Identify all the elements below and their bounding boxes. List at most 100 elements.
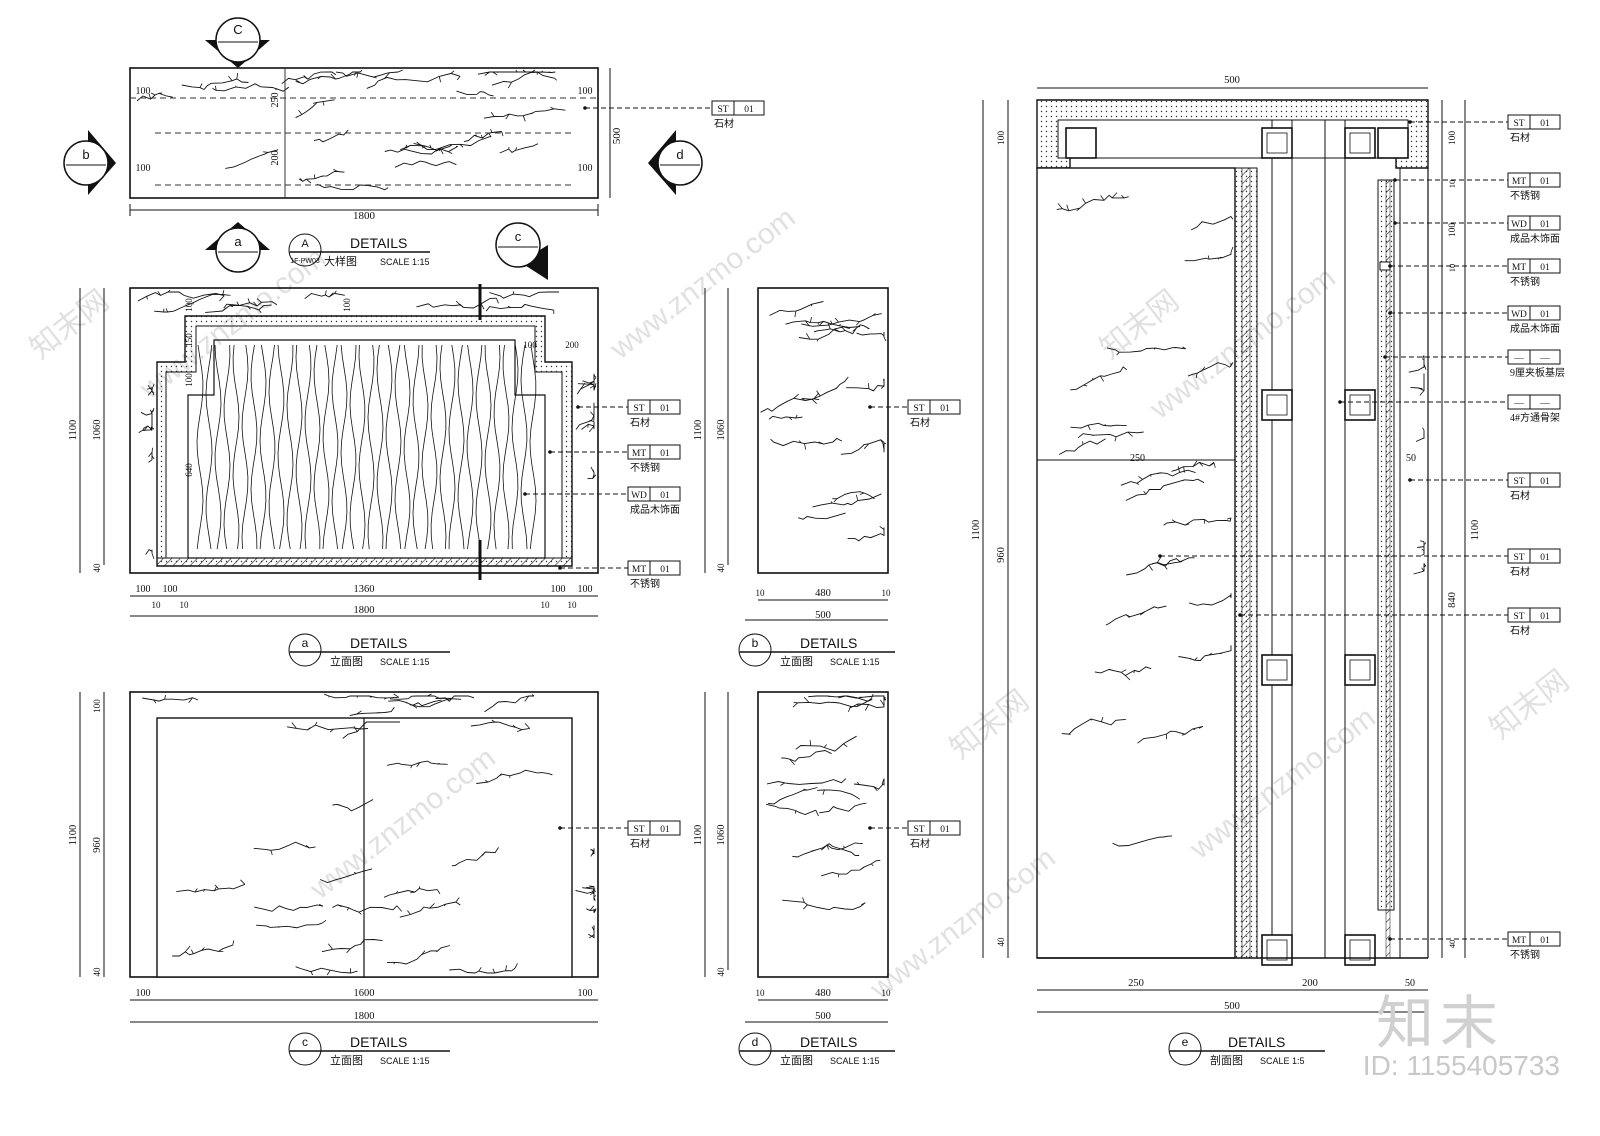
svg-text:960: 960 <box>92 837 103 853</box>
tag-number: 01 <box>1540 612 1550 622</box>
tag-code: MT <box>1512 177 1526 187</box>
svg-text:500: 500 <box>1224 1001 1240 1012</box>
tag-material-name: 不锈钢 <box>1510 275 1540 288</box>
svg-text:100: 100 <box>997 131 1007 146</box>
marble-veins <box>137 289 597 560</box>
svg-text:200: 200 <box>565 340 579 350</box>
svg-text:1100: 1100 <box>68 420 79 441</box>
tag-frame-e: ——4#方通骨架 <box>1338 394 1561 424</box>
tag-number: 01 <box>660 404 670 414</box>
svg-text:10: 10 <box>152 600 162 610</box>
tag-material-name: 石材 <box>1510 489 1530 502</box>
svg-text:SCALE 1:15: SCALE 1:15 <box>380 257 430 267</box>
tag-code: WD <box>631 491 647 501</box>
svg-text:10: 10 <box>756 588 766 598</box>
svg-text:1100: 1100 <box>693 825 704 846</box>
svg-text:SCALE 1:5: SCALE 1:5 <box>1260 1056 1305 1066</box>
wood-grain-lines <box>196 344 537 550</box>
tag-number: 01 <box>660 449 670 459</box>
elevation-a: 100 100 1360 100 100 10 10 10 10 1800 11… <box>68 284 599 617</box>
tag-number: 01 <box>660 825 670 835</box>
svg-text:1100: 1100 <box>68 825 79 846</box>
tag-number: 01 <box>1540 263 1550 273</box>
marker-b: b <box>63 130 116 195</box>
svg-text:1800: 1800 <box>354 1011 375 1022</box>
tag-code: WD <box>1511 220 1527 230</box>
svg-text:40: 40 <box>92 967 102 977</box>
tag-code: MT <box>632 449 646 459</box>
plan-dim: 250 <box>270 93 281 108</box>
svg-text:SCALE 1:15: SCALE 1:15 <box>830 1056 880 1066</box>
watermark-id: ID: 1155405733 <box>1362 1050 1560 1081</box>
title-b: b DETAILS 立面图 SCALE 1:15 <box>738 633 895 668</box>
svg-text:DETAILS: DETAILS <box>350 235 407 251</box>
marble-veins <box>142 693 597 939</box>
tag-code: ST <box>1513 612 1524 622</box>
svg-text:100: 100 <box>1448 131 1458 146</box>
svg-text:10: 10 <box>1447 180 1457 189</box>
plan-width-dim: 1800 <box>353 210 376 222</box>
tag-material-name: 成品木饰面 <box>1510 232 1560 245</box>
tag-number: 01 <box>744 105 754 115</box>
svg-text:50: 50 <box>1406 453 1416 464</box>
tag-code: — <box>1513 354 1524 364</box>
svg-text:40: 40 <box>92 563 102 573</box>
svg-text:SCALE 1:15: SCALE 1:15 <box>830 657 880 667</box>
svg-text:100: 100 <box>163 584 178 595</box>
svg-text:40: 40 <box>1447 940 1457 949</box>
marble-veins <box>1408 355 1427 575</box>
tag-code: ST <box>913 404 924 414</box>
tag-material-name: 石材 <box>1510 624 1530 637</box>
tag-code: WD <box>1511 310 1527 320</box>
elevation-b-outline <box>757 287 889 574</box>
tag-material-name: 不锈钢 <box>630 461 660 474</box>
title-d: d DETAILS 立面图 SCALE 1:15 <box>738 1032 895 1067</box>
svg-text:1060: 1060 <box>92 420 103 441</box>
svg-text:立面图: 立面图 <box>330 1053 363 1067</box>
svg-text:250: 250 <box>1130 453 1145 464</box>
tag-code: MT <box>1512 263 1526 273</box>
svg-text:a: a <box>302 636 309 650</box>
plan-dim: 100 <box>136 163 151 174</box>
elevation-c: 100 1600 100 1800 1100 960 100 40 <box>68 691 599 1023</box>
svg-text:150: 150 <box>184 333 194 347</box>
tag-ply-e: ——9厘夹板基层 <box>1383 349 1565 379</box>
svg-text:100: 100 <box>136 988 151 999</box>
title-plan: A 1F-PW03 DETAILS 大样图 SCALE 1:15 <box>288 233 430 268</box>
tag-number: 01 <box>940 825 950 835</box>
elevation-d: 480 500 10 10 1100 1060 40 <box>693 691 891 1023</box>
svg-text:100: 100 <box>342 298 352 312</box>
tag-material-name: 石材 <box>1510 565 1530 578</box>
tag-code: ST <box>1513 553 1524 563</box>
svg-text:960: 960 <box>996 547 1007 563</box>
svg-text:10: 10 <box>756 988 766 998</box>
svg-text:DETAILS: DETAILS <box>350 635 407 651</box>
elevation-b: 480 500 10 10 1100 1060 40 <box>693 287 891 621</box>
svg-text:10: 10 <box>180 600 190 610</box>
svg-text:40: 40 <box>716 563 726 573</box>
tag-code: ST <box>633 404 644 414</box>
svg-text:b: b <box>82 147 89 162</box>
svg-text:1F-PW03: 1F-PW03 <box>290 258 320 265</box>
marble-veins <box>1056 192 1234 847</box>
marker-a: a <box>205 222 270 273</box>
tag-material-name: 石材 <box>630 416 650 429</box>
svg-text:剖面图: 剖面图 <box>1210 1053 1243 1067</box>
svg-text:480: 480 <box>815 988 831 999</box>
tag-code: ST <box>1513 119 1524 129</box>
section-e: 500 250 200 50 500 1100 960 100 40 1100 … <box>971 75 1481 1013</box>
svg-text:DETAILS: DETAILS <box>800 635 857 651</box>
svg-text:知末网: 知末网 <box>944 684 1035 765</box>
svg-text:DETAILS: DETAILS <box>350 1034 407 1050</box>
tag-number: 01 <box>1540 177 1550 187</box>
svg-text:C: C <box>233 22 242 37</box>
svg-text:100: 100 <box>136 584 151 595</box>
tag-material-name: 不锈钢 <box>630 577 660 590</box>
tag-number: — <box>1539 399 1550 409</box>
svg-text:1100: 1100 <box>1470 520 1481 541</box>
